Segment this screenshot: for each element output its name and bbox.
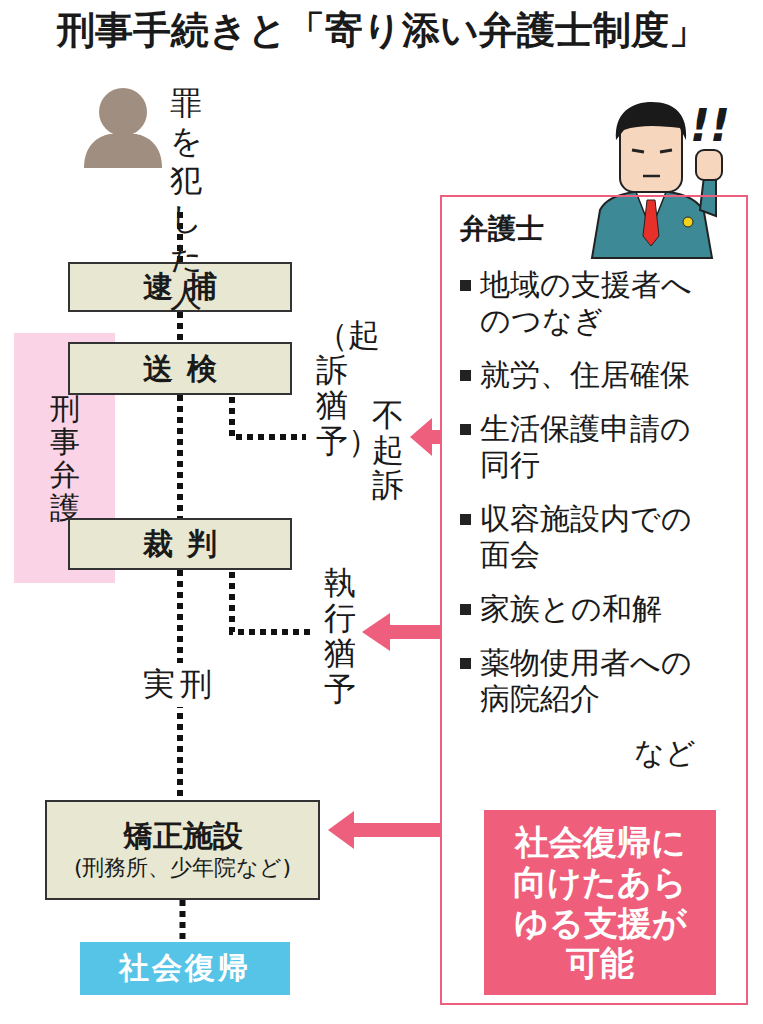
bullet-item: 家族との和解 bbox=[460, 591, 693, 627]
bullet-mark bbox=[460, 280, 471, 291]
connector bbox=[180, 900, 186, 942]
support-arrow bbox=[410, 418, 442, 456]
outcome-label: 不起訴 bbox=[372, 398, 404, 504]
outcome-label: （起訴猶予） bbox=[316, 318, 348, 459]
bullet-item: 就労、住居確保 bbox=[460, 357, 693, 393]
support-arrow bbox=[362, 613, 442, 651]
outcome-label: 執行猶予 bbox=[324, 566, 356, 707]
branch-line bbox=[232, 397, 306, 437]
item-text: 生活保護申請の同行 bbox=[480, 411, 691, 482]
bullet-mark bbox=[460, 514, 471, 525]
process-box: 送検 bbox=[68, 342, 292, 395]
connector bbox=[328, 811, 354, 849]
person-icon bbox=[84, 88, 162, 168]
item-text: 地域の支援者へのつなぎ bbox=[480, 267, 692, 338]
connector bbox=[177, 312, 183, 342]
etc-note: など bbox=[460, 735, 736, 771]
person-label: 罪を犯した人 bbox=[170, 84, 234, 314]
connector bbox=[177, 395, 183, 518]
box-label: 裁判 bbox=[130, 526, 231, 562]
item-text: 薬物使用者への病院紹介 bbox=[480, 645, 692, 716]
bullet-mark bbox=[460, 604, 471, 615]
facility-box: 矯正施設(刑務所、少年院など) bbox=[45, 800, 320, 900]
highlight-box: 社会復帰に向けたあらゆる支援が可能 bbox=[484, 810, 716, 995]
diagram-title: 刑事手続きと「寄り添い弁護士制度」 bbox=[0, 8, 763, 54]
box-label: 社会復帰に向けたあらゆる支援が可能 bbox=[498, 822, 702, 982]
goal-box: 社会復帰 bbox=[80, 942, 290, 995]
bullet-mark bbox=[460, 370, 471, 381]
edge-label: 実刑 bbox=[137, 663, 223, 707]
box-label: 送検 bbox=[130, 351, 231, 387]
process-box: 裁判 bbox=[68, 518, 292, 570]
bullet-item: 地域の支援者へのつなぎ bbox=[460, 267, 693, 339]
bullet-mark bbox=[460, 658, 471, 669]
bullet-item: 生活保護申請の同行 bbox=[460, 411, 693, 483]
branch-line bbox=[232, 572, 314, 632]
box-label: 矯正施設 bbox=[123, 818, 243, 854]
bullet-item: 収容施設内での面会 bbox=[460, 501, 693, 573]
box-sublabel: (刑務所、少年院など) bbox=[74, 854, 291, 882]
connector bbox=[352, 823, 440, 837]
panel-heading: 弁護士 bbox=[460, 209, 736, 249]
lawyer-panel: 弁護士地域の支援者へのつなぎ就労、住居確保生活保護申請の同行収容施設内での面会家… bbox=[440, 195, 748, 1005]
box-label: 社会復帰 bbox=[119, 948, 251, 989]
item-text: 収容施設内での面会 bbox=[480, 501, 692, 572]
item-text: 家族との和解 bbox=[480, 591, 662, 626]
item-text: 就労、住居確保 bbox=[480, 357, 690, 392]
bullet-item: 薬物使用者への病院紹介 bbox=[460, 645, 693, 717]
band-label: 刑事弁護 bbox=[50, 392, 80, 524]
bullet-mark bbox=[460, 424, 471, 435]
exclamation: !! bbox=[690, 104, 730, 148]
